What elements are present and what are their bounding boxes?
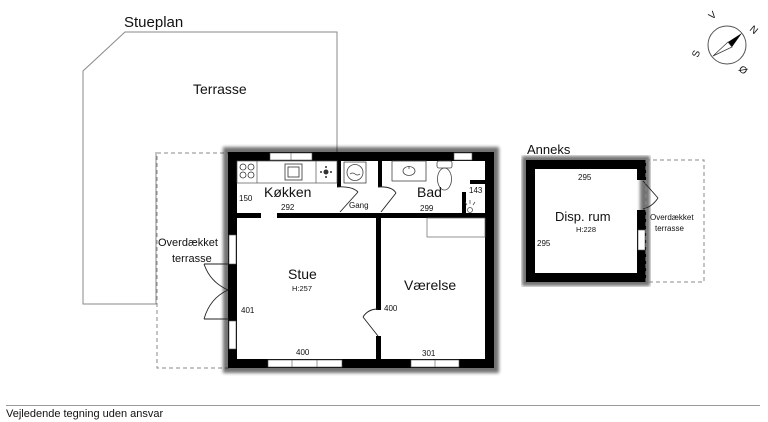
footer-disclaimer: Vejledende tegning uden ansvar bbox=[6, 408, 164, 420]
bedroom-depth: 400 bbox=[384, 304, 398, 313]
covered-terrace-label-2: terrasse bbox=[172, 253, 212, 265]
stove-icon bbox=[239, 163, 255, 179]
fan-icon bbox=[320, 166, 332, 178]
annex-room-height: H:228 bbox=[576, 225, 596, 234]
living-height: H:257 bbox=[292, 284, 312, 293]
annex-room-depth: 295 bbox=[537, 239, 551, 248]
annex-room-width: 295 bbox=[578, 173, 592, 182]
main-house-windows bbox=[228, 152, 473, 368]
bedroom-width: 301 bbox=[422, 349, 436, 358]
toilet-icon bbox=[436, 160, 453, 191]
annex-covered-terrace-label-2: terrasse bbox=[655, 224, 684, 233]
covered-terrace-label-1: Overdækket bbox=[158, 237, 218, 249]
compass-north: N bbox=[747, 24, 760, 37]
terrace-outline bbox=[82, 31, 338, 305]
washing-machine-icon bbox=[343, 161, 367, 184]
plan-title: Stueplan bbox=[124, 14, 183, 31]
bedroom-label: Værelse bbox=[404, 277, 456, 293]
annex-covered-terrace-label-1: Overdækket bbox=[650, 213, 694, 222]
living-label: Stue bbox=[288, 266, 317, 282]
covered-terrace-outline bbox=[156, 152, 230, 369]
hall-label: Gang bbox=[349, 201, 369, 210]
kitchen-depth: 150 bbox=[239, 194, 253, 203]
sink-icon bbox=[284, 163, 303, 181]
annex-covered-terrace-outline bbox=[645, 159, 705, 283]
kitchen-label: Køkken bbox=[264, 184, 311, 200]
kitchen-counter bbox=[236, 160, 338, 184]
living-width: 400 bbox=[296, 348, 310, 357]
compass-icon: V N S Ø bbox=[690, 9, 759, 77]
shower-icon bbox=[464, 200, 476, 213]
bath-depth: 143 bbox=[469, 186, 483, 195]
bath-sink-icon bbox=[391, 160, 427, 182]
compass-east: Ø bbox=[736, 64, 749, 78]
compass-west: V bbox=[707, 9, 719, 22]
closet bbox=[426, 217, 486, 238]
compass-south: S bbox=[690, 49, 703, 59]
annex-room-label: Disp. rum bbox=[555, 209, 611, 224]
kitchen-width: 292 bbox=[281, 203, 295, 212]
doors bbox=[203, 186, 397, 337]
annex-title: Anneks bbox=[527, 142, 571, 157]
terrace-label: Terrasse bbox=[193, 81, 247, 97]
living-depth: 401 bbox=[241, 306, 255, 315]
annex-window bbox=[637, 229, 646, 251]
bath-label: Bad bbox=[417, 184, 442, 200]
footer-divider bbox=[6, 405, 760, 406]
bath-width: 299 bbox=[420, 204, 434, 213]
